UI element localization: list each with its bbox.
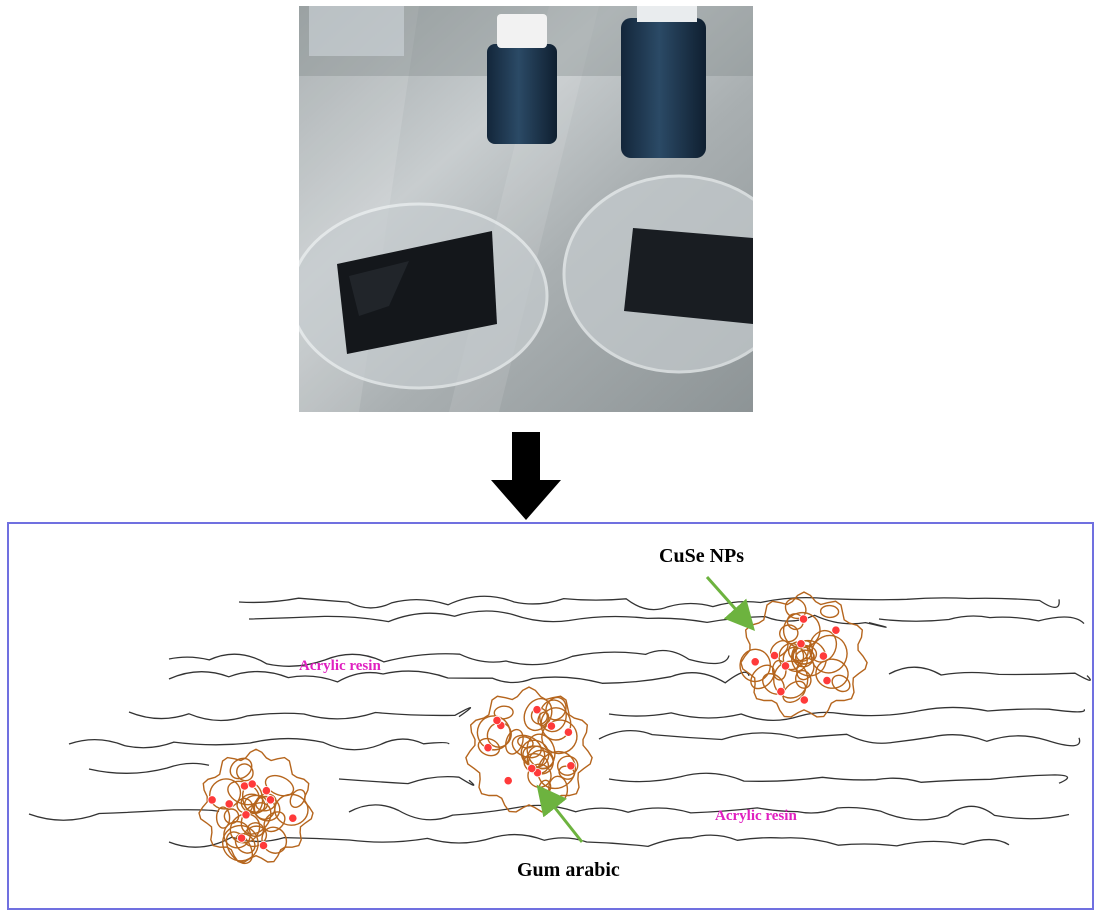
resin-chain bbox=[168, 833, 1010, 848]
cuse-nanoparticle bbox=[503, 776, 513, 786]
cuse-nanoparticle bbox=[546, 721, 557, 731]
sample-photo bbox=[299, 6, 753, 412]
cuse-nanoparticle bbox=[563, 727, 574, 737]
resin-chain bbox=[878, 615, 1085, 625]
cuse-nanoparticle bbox=[799, 695, 809, 705]
label-acrylic-resin-right: Acrylic resin bbox=[715, 808, 797, 824]
cuse-nanoparticle bbox=[241, 810, 251, 820]
cuse-nanoparticle bbox=[239, 781, 250, 791]
petri-dish-right bbox=[562, 174, 753, 374]
ink-bottle-large bbox=[621, 6, 706, 158]
cuse-nanoparticle bbox=[261, 786, 271, 796]
cuse-nanoparticle bbox=[247, 779, 257, 789]
petri-dish-left bbox=[299, 202, 549, 390]
cuse-nanoparticle bbox=[796, 639, 806, 649]
cuse-nanoparticle bbox=[822, 676, 832, 686]
cuse-nanoparticle bbox=[818, 651, 829, 661]
resin-chain bbox=[338, 775, 475, 786]
cuse-nanoparticle bbox=[288, 813, 298, 823]
cuse-nanoparticle bbox=[769, 650, 780, 661]
cuse-nanoparticle bbox=[776, 687, 786, 697]
label-cuse-nps: CuSe NPs bbox=[659, 545, 745, 567]
resin-chain bbox=[888, 666, 1091, 681]
cuse-nanoparticle bbox=[566, 761, 576, 771]
cuse-nanoparticle bbox=[750, 657, 760, 667]
down-arrow-icon bbox=[491, 432, 561, 520]
resin-chain bbox=[68, 737, 450, 751]
schematic-drawing bbox=[28, 576, 1091, 865]
label-gum-arabic: Gum arabic bbox=[517, 859, 620, 881]
composite-schematic: CuSe NPs Gum arabic Acrylic resin Acryli… bbox=[7, 522, 1094, 910]
cuse-nanoparticle bbox=[237, 833, 247, 843]
cuse-nanoparticle bbox=[258, 840, 269, 851]
resin-chain bbox=[168, 649, 730, 667]
resin-chain bbox=[28, 809, 220, 821]
cuse-nanoparticle bbox=[492, 715, 502, 725]
resin-chain bbox=[248, 610, 887, 628]
resin-chain bbox=[348, 804, 1070, 821]
gum-arabic-cluster bbox=[739, 591, 868, 718]
resin-chain bbox=[238, 595, 1060, 611]
pointer-arrow-cuse bbox=[705, 576, 755, 631]
resin-chain bbox=[598, 729, 1081, 747]
cuse-nanoparticle bbox=[483, 743, 493, 753]
resin-chain bbox=[608, 772, 1069, 784]
acrylic-resin-chains bbox=[28, 595, 1091, 848]
cuse-nanoparticle bbox=[527, 763, 537, 773]
gum-arabic-clusters bbox=[198, 591, 868, 865]
cuse-nanoparticle bbox=[224, 799, 234, 809]
resin-chain bbox=[128, 707, 472, 722]
cuse-nanoparticle bbox=[798, 614, 809, 624]
cuse-nanoparticle bbox=[780, 661, 791, 671]
pointer-arrow-gum-arabic bbox=[536, 784, 584, 843]
gum-arabic-cluster bbox=[198, 748, 314, 865]
cuse-nanoparticle bbox=[207, 795, 217, 805]
cuse-nanoparticle bbox=[831, 625, 841, 635]
resin-chain bbox=[608, 706, 1085, 721]
label-acrylic-resin-left: Acrylic resin bbox=[299, 658, 381, 674]
ink-bottle-small bbox=[487, 14, 557, 144]
cuse-nanoparticle bbox=[532, 705, 542, 715]
cuse-nanoparticle bbox=[265, 795, 276, 805]
resin-chain bbox=[168, 670, 750, 684]
gum-arabic-cluster bbox=[465, 686, 593, 813]
resin-chain bbox=[88, 762, 210, 774]
